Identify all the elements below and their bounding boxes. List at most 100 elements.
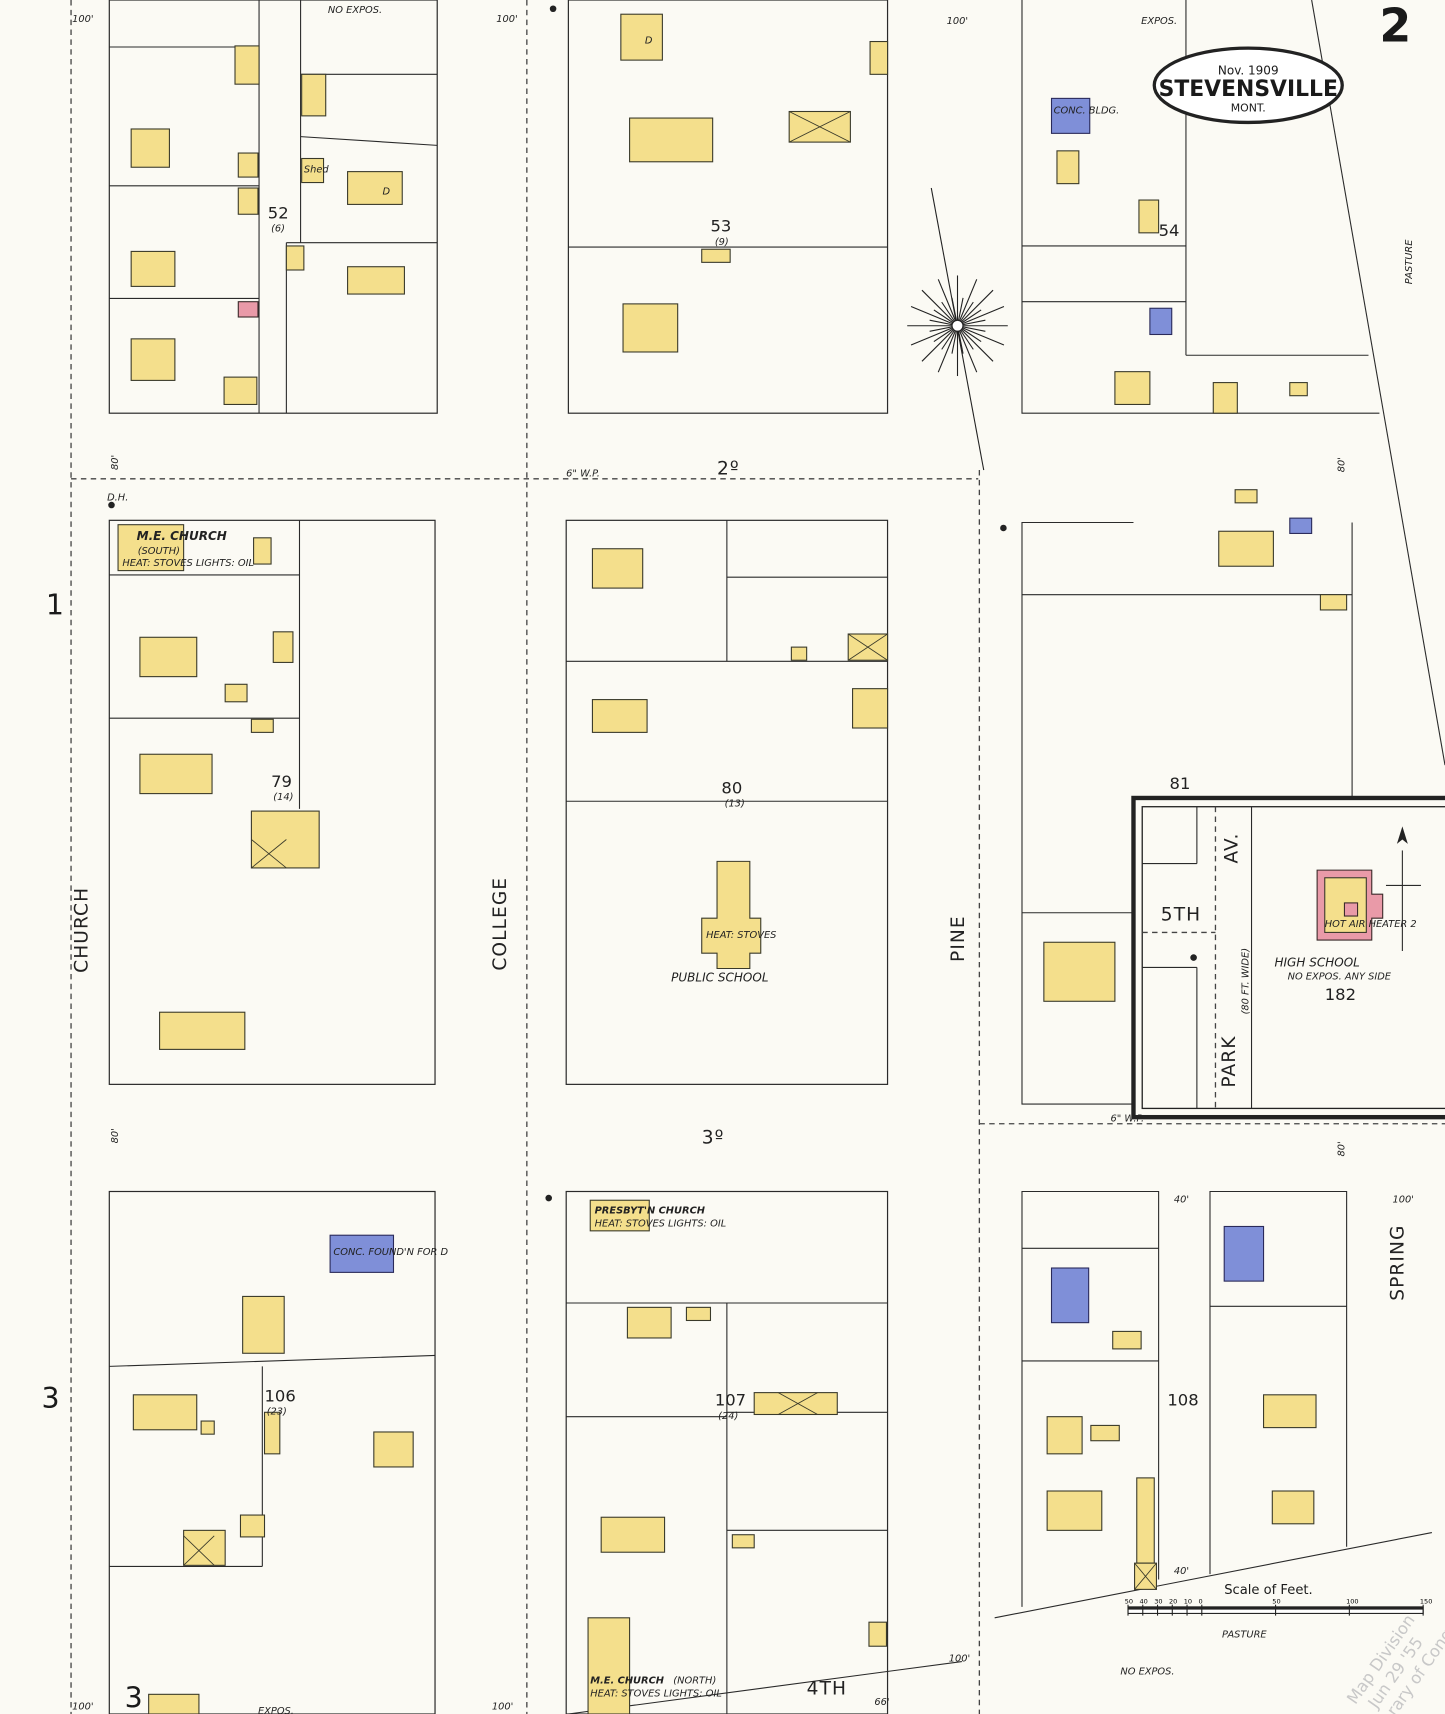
compass-ray <box>957 305 1005 327</box>
block-106 <box>108 1190 436 1714</box>
compass-ray <box>957 289 994 327</box>
public-school-label: PUBLIC SCHOOL <box>671 971 768 985</box>
block-number: 54 <box>1159 221 1180 240</box>
hydrant-icon <box>545 1194 552 1202</box>
expos-label: EXPOS. <box>1141 16 1177 27</box>
dimension-label: 80' <box>110 455 121 470</box>
block-107 <box>565 1190 889 1714</box>
block-number: 107 <box>715 1391 746 1410</box>
street-college: COLLEGE <box>490 877 511 971</box>
block-number: 182 <box>1325 985 1356 1004</box>
block-number: 52 <box>268 204 289 223</box>
hydrant-icon <box>1190 954 1197 961</box>
block-sub: (24) <box>718 1411 738 1422</box>
block-80 <box>565 519 889 1085</box>
dimension-label: 40' <box>1174 1566 1189 1577</box>
dimension-label: 100' <box>492 1702 513 1713</box>
compass-rose-icon <box>907 187 1008 471</box>
scale-tick-label: 50 <box>1125 1598 1133 1606</box>
compass-ray <box>921 289 958 327</box>
dimension-label: 100' <box>949 1654 970 1665</box>
street-3rd: 3º <box>702 1127 725 1148</box>
me-church-south-building <box>117 524 185 572</box>
street-church: CHURCH <box>71 887 92 973</box>
scale-tick-label: 50 <box>1272 1598 1280 1606</box>
compass-ray <box>937 325 959 373</box>
street-park: PARK <box>1219 1035 1240 1087</box>
me-church-south-note: (SOUTH) <box>138 546 180 557</box>
street-lines <box>70 0 1445 1714</box>
block-sub: (6) <box>271 224 285 235</box>
scale-tick-label: 150 <box>1420 1598 1432 1606</box>
hydrant-icon <box>108 501 115 509</box>
me-church-north-detail: HEAT: STOVES LIGHTS: OIL <box>590 1689 722 1700</box>
sheet-number: 2 <box>1379 0 1411 53</box>
dwelling-label: D <box>645 36 653 47</box>
presbyterian-church-detail: HEAT: STOVES LIGHTS: OIL <box>595 1218 727 1229</box>
public-school-building <box>701 860 762 970</box>
compass-ray <box>957 325 1005 346</box>
margin-key-1: 1 <box>46 588 64 621</box>
water-pipe-label: 6" W.P. <box>1111 1114 1145 1125</box>
hydrant-icon <box>549 5 557 13</box>
street-2nd: 2º <box>717 458 740 479</box>
block-sub: (9) <box>715 237 729 248</box>
conc-bldg-label: CONC. BLDG. <box>1054 106 1120 117</box>
park-avenue-inset <box>1131 795 1445 1120</box>
street-5th: 5TH <box>1161 904 1201 925</box>
building-labels: M.E. CHURCH (SOUTH) HEAT: STOVES LIGHTS:… <box>122 36 1416 1700</box>
me-church-north-label: M.E. CHURCH <box>590 1675 665 1686</box>
dwelling-label: D <box>383 187 391 198</box>
street-pine: PINE <box>948 915 969 962</box>
block-sub: (23) <box>267 1406 287 1417</box>
hydrant-label: D.H. <box>107 493 128 504</box>
public-school-detail: HEAT: STOVES <box>706 930 776 941</box>
annotations: NO EXPOS. EXPOS. PASTURE PASTURE NO EXPO… <box>72 5 1415 1714</box>
scale-tick-label: 40 <box>1139 1598 1147 1606</box>
compass-ray <box>910 325 958 346</box>
hydrant-icon <box>1000 524 1007 532</box>
dimension-label: 100' <box>1393 1194 1414 1205</box>
scale-tick-label: 100 <box>1346 1598 1358 1606</box>
block-number: 81 <box>1170 774 1191 793</box>
dimension-label: 66' <box>874 1697 889 1708</box>
street-4th: 4TH <box>807 1678 847 1699</box>
block-sub: (14) <box>273 792 293 803</box>
block-number: 79 <box>271 772 292 791</box>
presbyterian-church-label: PRESBYT'N CHURCH <box>595 1205 706 1216</box>
title-state: MONT. <box>1231 101 1266 114</box>
street-park-av: AV. <box>1221 833 1242 864</box>
block-numbers: 52 (6) 53 (9) 54 79 (14) 80 (13) 81 182 … <box>265 204 1357 1422</box>
block-number: 80 <box>721 779 742 798</box>
scale-tick-label: 0 <box>1199 1598 1203 1606</box>
block-number: 106 <box>265 1386 296 1405</box>
block-81 <box>1021 521 1353 1105</box>
margin-key-3: 3 <box>42 1382 60 1415</box>
dimension-label: 100' <box>72 1702 93 1713</box>
me-church-south-detail: HEAT: STOVES LIGHTS: OIL <box>122 558 254 569</box>
title-cartouche: Nov. 1909 STEVENSVILLE MONT. <box>1152 46 1344 125</box>
scale-tick-label: 30 <box>1154 1598 1162 1606</box>
dimension-label: 100' <box>72 14 93 25</box>
dimension-label: 80' <box>1336 457 1347 472</box>
me-church-north-note: (NORTH) <box>673 1675 716 1686</box>
title-town: STEVENSVILLE <box>1159 77 1338 102</box>
block-number: 53 <box>710 217 731 236</box>
dimension-label: 100' <box>496 14 517 25</box>
block-108 <box>568 1190 1432 1714</box>
block-79 <box>108 519 436 1085</box>
shed-label: Shed <box>304 165 330 176</box>
margin-key-3-bottom: 3 <box>125 1681 143 1714</box>
dimension-label: 80' <box>1336 1141 1347 1156</box>
me-church-north-building <box>587 1617 631 1714</box>
high-school-label: HIGH SCHOOL <box>1274 955 1359 969</box>
no-expos-label: NO EXPOS. <box>328 5 382 16</box>
title-date: Nov. 1909 <box>1218 63 1279 77</box>
presbyterian-church-building <box>589 1199 650 1232</box>
block-sub: (13) <box>725 799 745 810</box>
block-53 <box>567 0 889 414</box>
compass-ray <box>956 279 978 326</box>
north-arrow-icon <box>1396 826 1408 844</box>
